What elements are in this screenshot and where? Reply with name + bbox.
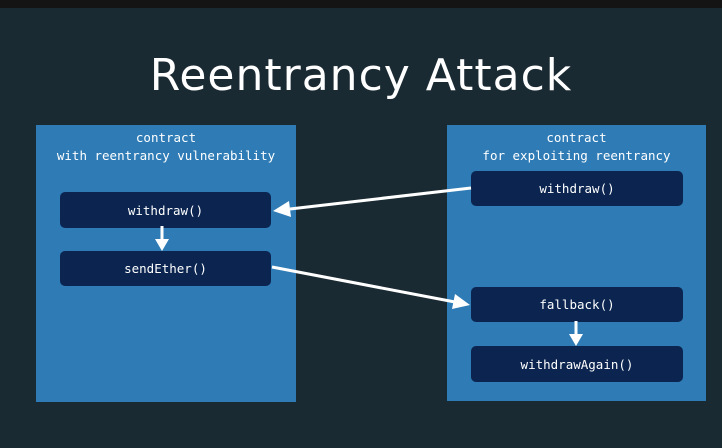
vulnerable-contract-heading-line2: with reentrancy vulnerability — [56, 148, 276, 163]
arrow-exploit-withdraw-to-vulnerable-withdraw — [273, 186, 472, 217]
exploit-withdraw-box: withdraw() — [471, 171, 683, 206]
withdraw-again-box: withdrawAgain() — [471, 346, 683, 382]
send-ether-box: sendEther() — [60, 251, 271, 286]
exploit-contract-heading: contract for exploiting reentrancy — [447, 129, 706, 165]
top-bar — [0, 0, 722, 8]
vulnerable-withdraw-box: withdraw() — [60, 192, 271, 228]
vulnerable-contract-heading-line1: contract — [135, 130, 197, 145]
exploit-contract-heading-line1: contract — [546, 130, 607, 145]
exploit-contract-heading-line2: for exploiting reentrancy — [482, 148, 671, 163]
slide-title: Reentrancy Attack — [149, 50, 573, 101]
fallback-box: fallback() — [471, 287, 683, 322]
vulnerable-contract-heading: contract with reentrancy vulnerability — [36, 129, 296, 165]
arrow-send-ether-to-fallback — [271, 265, 470, 309]
